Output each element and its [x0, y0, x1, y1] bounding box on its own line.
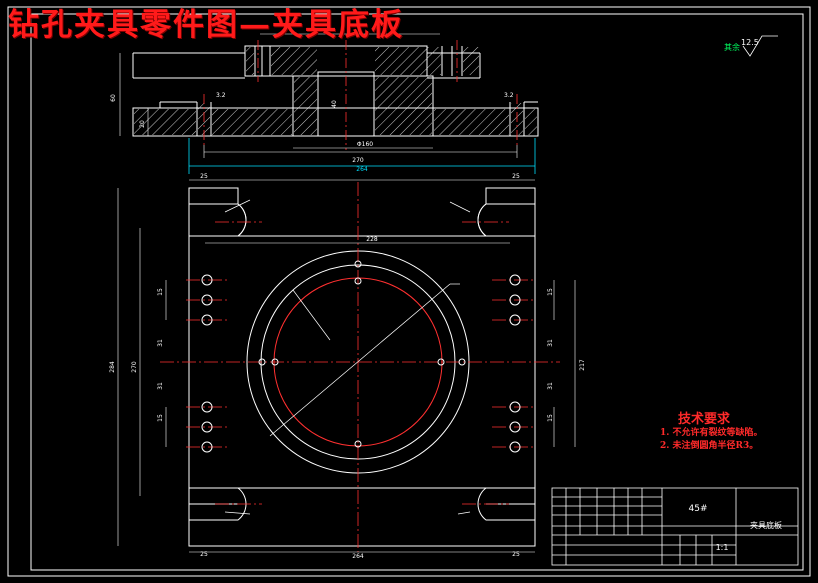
plan-view [188, 187, 536, 547]
hole [509, 314, 521, 326]
slot-margin-bl: 25 [200, 551, 208, 558]
pitch-hole [258, 358, 266, 366]
section-width-label: 270 [352, 157, 364, 164]
overall-length-section-label: 264 [356, 166, 368, 173]
material-label: 45# [689, 504, 708, 514]
section-hatching [134, 47, 537, 135]
outer-border [7, 6, 811, 577]
section-centerlines [203, 40, 518, 150]
depth-label: 40 [331, 100, 338, 108]
technical-requirements: 技术要求 1. 不允许有裂纹等缺陷。 2. 未注倒圆角半径R3。 [660, 408, 763, 453]
hole [509, 274, 521, 286]
pitch-hole [354, 440, 362, 448]
hole-pitch-label-l2: 15 [157, 414, 164, 422]
drawing-title: 钻孔夹具零件图—夹具底板 [8, 7, 404, 43]
hole-pitch-label-r: 15 [547, 288, 554, 296]
tech-req-item: 1. 不允许有裂纹等缺陷。 [660, 428, 763, 438]
roughness-symbol: 12.5 其余 [724, 35, 778, 57]
hole [201, 314, 213, 326]
pitch-hole [354, 260, 362, 268]
pitch-hole [271, 358, 279, 366]
hole [509, 401, 521, 413]
slot-margin-br: 25 [512, 551, 520, 558]
plan-red-features [237, 203, 487, 447]
slot-margin-tr: 25 [512, 173, 520, 180]
title-block [551, 487, 799, 566]
plan-outline [188, 187, 536, 547]
height-label: 60 [110, 94, 117, 102]
pitch-hole [437, 358, 445, 366]
hole-pitch-label-r2: 15 [547, 414, 554, 422]
tech-req-item: 2. 未注倒圆角半径R3。 [660, 441, 759, 451]
plan-dimensions [117, 179, 576, 553]
groove-width-label-r: 31 [547, 339, 554, 347]
hole [201, 294, 213, 306]
hole [201, 274, 213, 286]
hole [509, 421, 521, 433]
tech-req-heading: 技术要求 [678, 412, 731, 427]
section-dimensions [119, 33, 518, 158]
hole [509, 441, 521, 453]
bottom-length-label: 264 [352, 553, 364, 560]
roughness-label: 其余 [724, 42, 740, 52]
plan-leaders [224, 199, 471, 515]
groove-width-label-l: 31 [157, 339, 164, 347]
pitch-hole [354, 277, 362, 285]
hole [201, 421, 213, 433]
inner-width-label: 228 [366, 236, 378, 243]
hole-pitch-label-l: 15 [157, 288, 164, 296]
overall-width-label: 284 [109, 361, 116, 373]
chamfer-right-label: 3.2 [504, 92, 514, 99]
section-overall-dimension [188, 138, 536, 174]
bore-dia-label: Φ160 [357, 141, 373, 148]
hole-span-label: 217 [579, 359, 586, 371]
hole [509, 294, 521, 306]
thickness-label: 20 [139, 120, 146, 128]
inner-height-label: 270 [131, 361, 138, 373]
slot-margin-tl: 25 [200, 173, 208, 180]
scale-label: 1:1 [716, 543, 729, 552]
part-name-label: 夹具底板 [750, 520, 782, 530]
groove-width-label-l2: 31 [157, 382, 164, 390]
plan-holes [201, 260, 521, 453]
hole [201, 441, 213, 453]
plan-centerlines [160, 182, 560, 552]
chamfer-left-label: 3.2 [216, 92, 226, 99]
roughness-value: 12.5 [741, 38, 759, 47]
hole [201, 401, 213, 413]
inner-border [30, 13, 804, 571]
groove-width-label-r2: 31 [547, 382, 554, 390]
pitch-hole [458, 358, 466, 366]
